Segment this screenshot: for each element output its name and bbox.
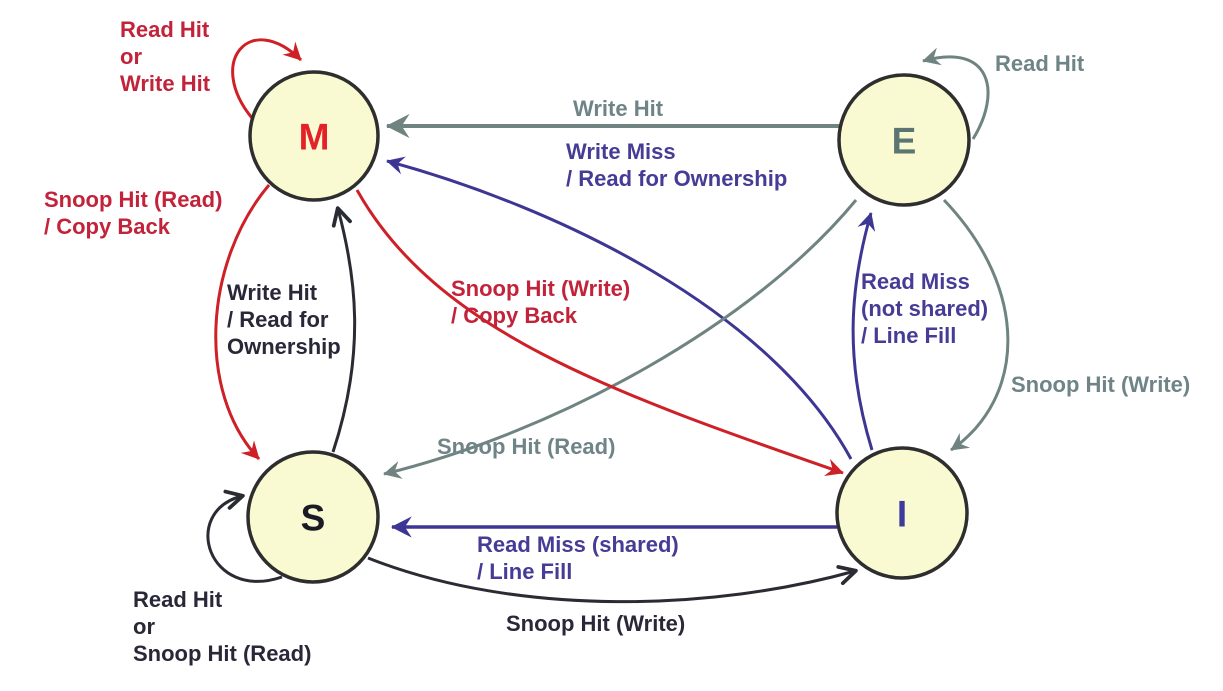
state-letter-I: I <box>897 494 907 535</box>
transition-arrow-M-to-I <box>355 189 844 477</box>
state-circle-M <box>248 70 380 202</box>
state-circle-I <box>835 446 969 580</box>
state-node-I: I <box>835 446 969 580</box>
state-letter-E: E <box>892 121 917 162</box>
transition-arrow-S-to-M <box>331 206 357 453</box>
transition-arrow-E-to-S <box>383 199 858 479</box>
transition-arrow-S-to-S <box>206 489 283 583</box>
state-letter-S: S <box>301 498 326 539</box>
transition-arrow-E-to-I <box>942 198 1010 452</box>
transition-arrow-I-to-E <box>851 212 876 451</box>
nodes-layer: M E S I <box>246 70 971 584</box>
transition-arrow-M-to-M <box>231 38 303 119</box>
state-circle-S <box>246 450 380 584</box>
state-node-M: M <box>248 70 380 202</box>
state-circle-E <box>837 73 971 207</box>
state-letter-M: M <box>299 117 330 158</box>
state-node-E: E <box>837 73 971 207</box>
transition-arrow-S-to-I <box>367 556 858 604</box>
edges-layer <box>206 38 1010 604</box>
transition-arrow-M-to-S <box>214 184 271 461</box>
transition-arrow-E-to-E <box>922 47 990 140</box>
transition-arrow-I-to-M <box>386 156 853 460</box>
state-node-S: S <box>246 450 380 584</box>
